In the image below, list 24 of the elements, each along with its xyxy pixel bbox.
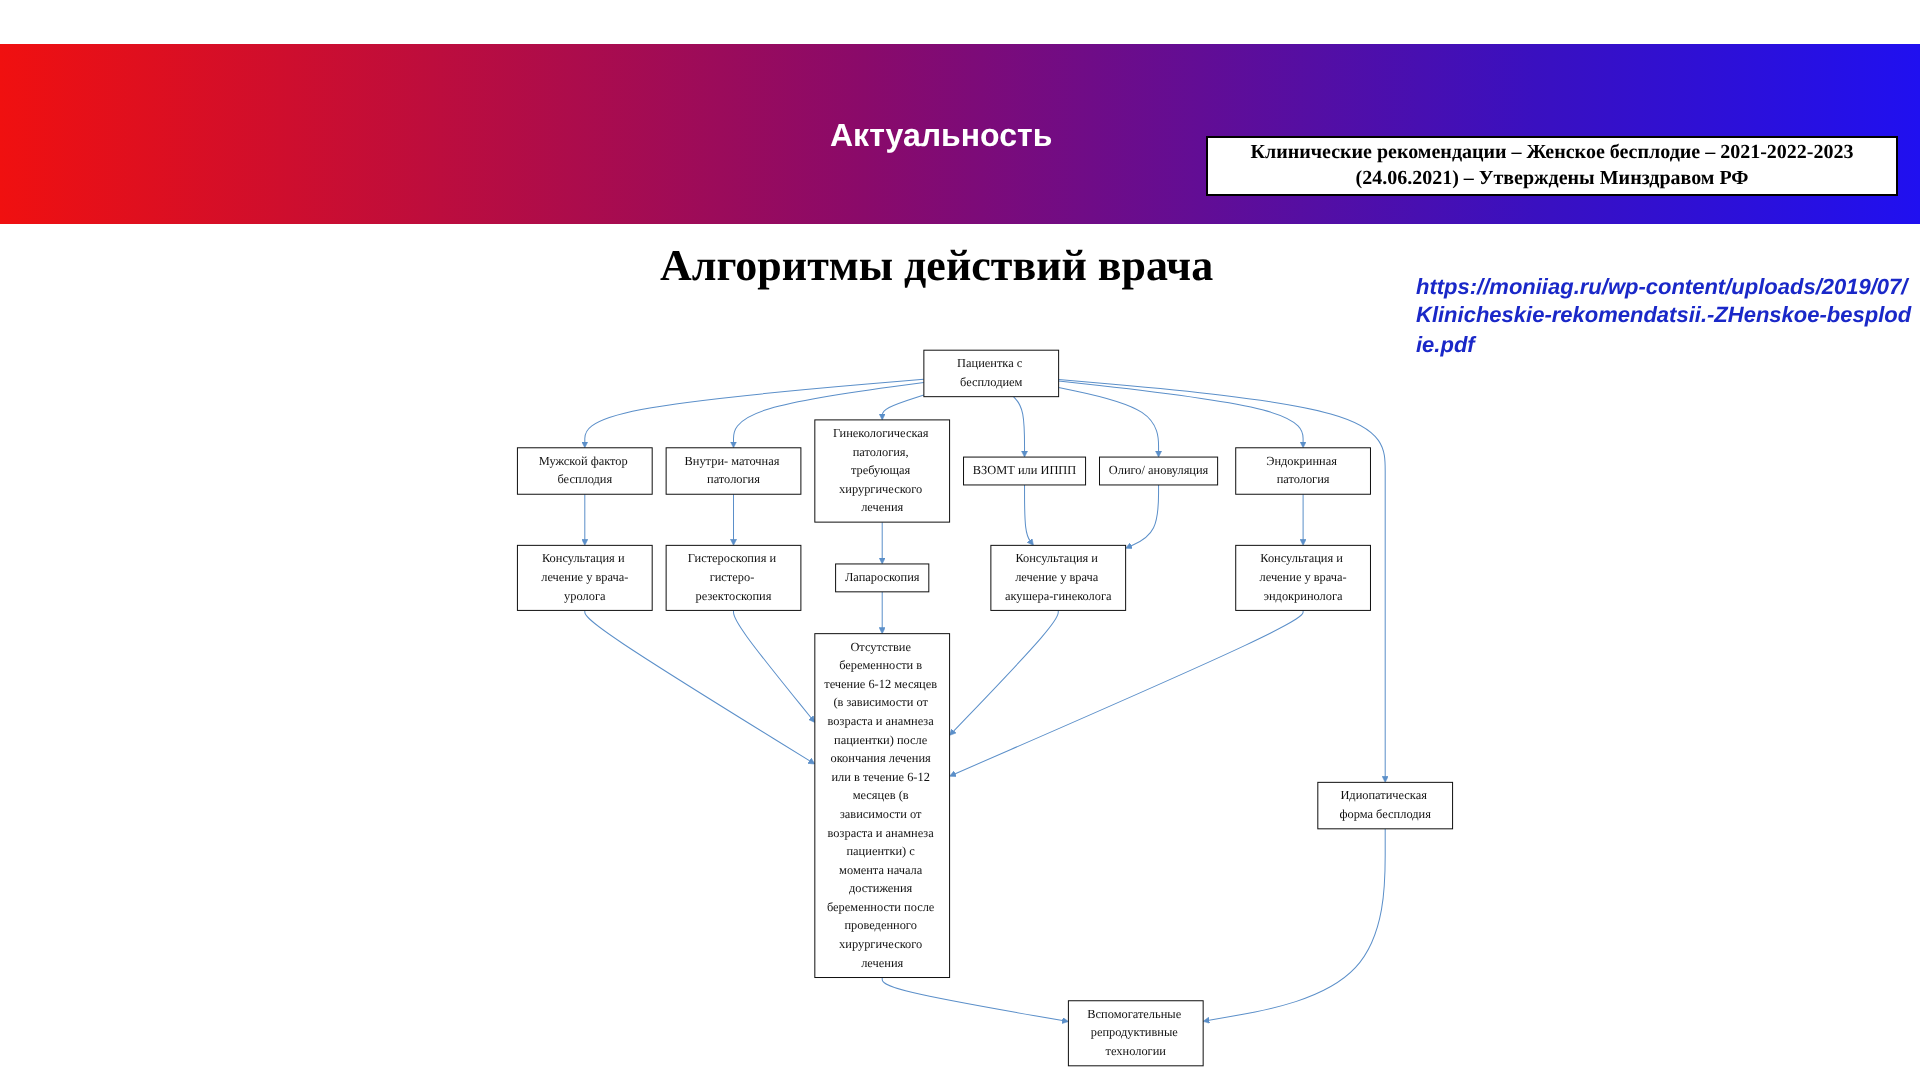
arrow xyxy=(1299,493,1307,546)
arrow xyxy=(1012,396,1028,458)
arrow xyxy=(878,394,925,421)
arrow xyxy=(1058,378,1389,783)
arrow xyxy=(730,382,925,449)
arrow xyxy=(581,493,589,546)
arrow xyxy=(1202,828,1386,1024)
arrow xyxy=(733,609,816,723)
source-link: https://moniiag.ru/wp-content/uploads/2019/07/Klinicheskie-rekomendatsii.-ZHenskoe-besplodie.pdf xyxy=(1416,274,1914,360)
arrow xyxy=(1024,484,1034,546)
arrow xyxy=(881,977,1069,1024)
arrow xyxy=(584,609,816,765)
diagram-title: Алгоритмы действий врача xyxy=(660,240,1214,292)
arrow xyxy=(1058,386,1162,458)
arrow xyxy=(949,609,1059,736)
arrow xyxy=(878,521,886,565)
arrow xyxy=(730,493,737,546)
section-heading: Актуальность xyxy=(830,120,1053,156)
arrow xyxy=(581,378,925,449)
source-note: Клинические рекомендации – Женское бесплодие – 2021-2022-2023 (24.06.2021) – Утверждены Минздравом РФ xyxy=(1206,136,1898,196)
arrow xyxy=(949,609,1304,777)
arrow xyxy=(1125,484,1160,549)
arrow xyxy=(878,591,886,634)
arrow xyxy=(1058,380,1307,449)
